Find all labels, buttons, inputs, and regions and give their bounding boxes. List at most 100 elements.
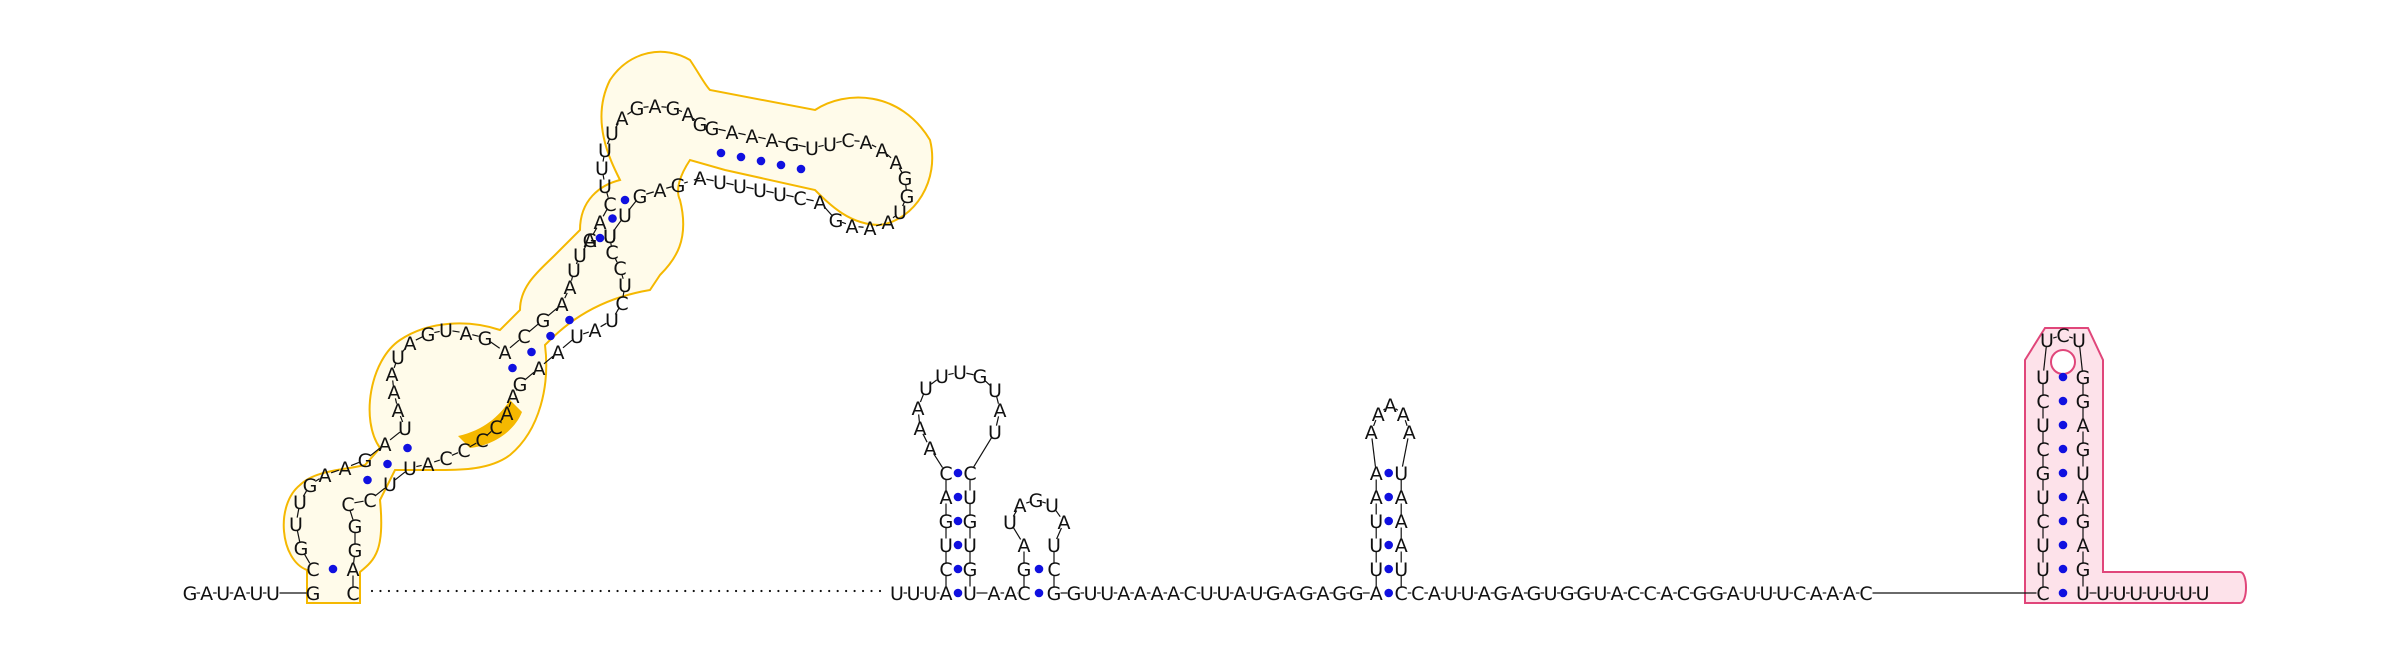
gap-dot	[515, 590, 517, 592]
nucleotide: U	[963, 487, 977, 509]
nucleotide: U	[216, 583, 230, 605]
nucleotide: G	[1493, 583, 1508, 605]
nucleotide: U	[919, 378, 933, 400]
gap-dot	[574, 590, 576, 592]
nucleotide: A	[1403, 422, 1416, 444]
gap-dot	[820, 590, 822, 592]
nucleotide: A	[200, 583, 213, 605]
nucleotide: A	[860, 132, 873, 154]
nucleotide: G	[785, 134, 800, 156]
nucleotide: U	[2040, 330, 2054, 352]
nucleotide: C	[2056, 325, 2069, 347]
base-pair-dot	[954, 493, 963, 502]
base-pair-dot	[329, 565, 338, 574]
gap-dot	[769, 590, 771, 592]
gap-dot	[837, 590, 839, 592]
gap-dot	[549, 590, 551, 592]
nucleotide: U	[1593, 583, 1607, 605]
gap-dot	[422, 590, 424, 592]
nucleotide: U	[570, 326, 584, 348]
nucleotide: U	[2036, 367, 2050, 389]
gap-dot	[667, 590, 669, 592]
nucleotide: C	[2036, 391, 2049, 413]
nucleotide: G	[2076, 511, 2091, 533]
base-pair-dot	[508, 364, 517, 373]
nucleotide: C	[793, 188, 806, 210]
base-pair-dot	[1384, 517, 1393, 526]
nucleotide: G	[1067, 583, 1082, 605]
nucleotide: U	[1759, 583, 1773, 605]
nucleotide: G	[348, 516, 363, 538]
gap-dot	[447, 590, 449, 592]
nucleotide: U	[1100, 583, 1114, 605]
gap-dot	[777, 590, 779, 592]
nucleotide: A	[1660, 583, 1673, 605]
nucleotide: A	[1004, 583, 1017, 605]
nucleotide: A	[2077, 535, 2090, 557]
nucleotide: C	[363, 490, 376, 512]
nucleotide: U	[2036, 535, 2050, 557]
nucleotide: G	[1349, 583, 1364, 605]
base-pair-dot	[2059, 493, 2068, 502]
nucleotide: A	[814, 192, 827, 214]
nucleotide: A	[694, 168, 707, 190]
gap-dot	[727, 590, 729, 592]
base-pair-dot	[737, 153, 746, 162]
nucleotide: A	[924, 438, 937, 460]
nucleotide: A	[1370, 463, 1383, 485]
base-pair-dot	[2059, 565, 2068, 574]
nucleotide: A	[1014, 495, 1027, 517]
nucleotide: G	[358, 450, 373, 472]
gap-dot	[870, 590, 872, 592]
nucleotide: G	[633, 186, 648, 208]
nucleotide: U	[2036, 559, 2050, 581]
nucleotide: U	[1461, 583, 1475, 605]
nucleotide: C	[1859, 583, 1872, 605]
nucleotide: A	[1511, 583, 1524, 605]
nucleotide: A	[1151, 583, 1164, 605]
gap-dot	[566, 590, 568, 592]
nucleotide: U	[1369, 511, 1383, 533]
gap-dot	[464, 590, 466, 592]
gap-dot	[684, 590, 686, 592]
gap-dot	[862, 590, 864, 592]
nucleotide: U	[266, 583, 280, 605]
nucleotide: C	[475, 430, 488, 452]
gap-dot	[557, 590, 559, 592]
nucleotide: A	[1826, 583, 1839, 605]
nucleotide: C	[306, 559, 319, 581]
nucleotide: U	[403, 458, 417, 480]
nucleotide: A	[499, 342, 512, 364]
nucleotide: U	[923, 583, 937, 605]
nucleotide: A	[616, 108, 629, 130]
nucleotide: G	[705, 118, 720, 140]
gap-dot	[659, 590, 661, 592]
nucleotide: U	[2179, 583, 2193, 605]
nucleotide: C	[1184, 583, 1197, 605]
gap-dot	[786, 590, 788, 592]
base-pair-dot	[954, 517, 963, 526]
gap-dot	[439, 590, 441, 592]
nucleotide: C	[1644, 583, 1657, 605]
gap-dot	[473, 590, 475, 592]
nucleotide: C	[963, 463, 976, 485]
nucleotide: U	[1216, 583, 1230, 605]
base-pair-dot	[403, 444, 412, 453]
nucleotide: A	[589, 320, 602, 342]
nucleotide: U	[1200, 583, 1214, 605]
gap-dot	[752, 590, 754, 592]
nucleotide: U	[1250, 583, 1264, 605]
nucleotide: G	[2076, 439, 2091, 461]
nucleotide: G	[963, 511, 978, 533]
nucleotide: U	[1084, 583, 1098, 605]
gap-dot	[854, 590, 856, 592]
nucleotide: U	[2036, 415, 2050, 437]
nucleotide: U	[963, 535, 977, 557]
nucleotide: A	[1727, 583, 1740, 605]
nucleotide: A	[422, 454, 435, 476]
gap-dot	[430, 590, 432, 592]
gap-dot	[506, 590, 508, 592]
nucleotide: G	[421, 324, 436, 346]
nucleotide: C	[939, 559, 952, 581]
nucleotide: C	[1395, 583, 1408, 605]
